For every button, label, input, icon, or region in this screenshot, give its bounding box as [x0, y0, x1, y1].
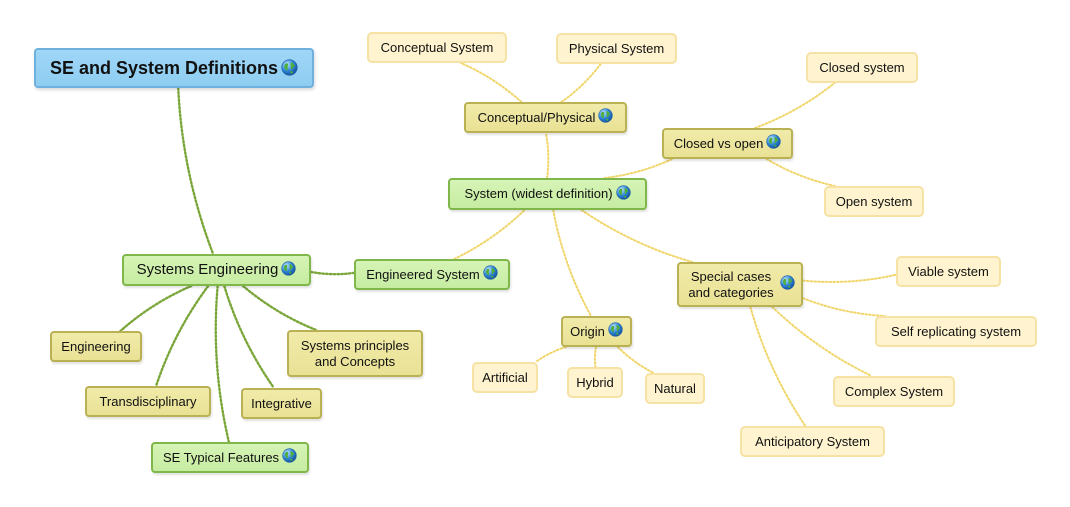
- node-label: Transdisciplinary: [99, 393, 197, 409]
- globe-icon[interactable]: [780, 275, 795, 294]
- connector-system-widest-to-closed-vs-open: [603, 158, 674, 179]
- node-label: Open system: [835, 193, 913, 209]
- node-label: Origin: [570, 323, 605, 339]
- connector-systems-engineering-to-transdisciplinary: [154, 284, 210, 388]
- node-label: Conceptual/Physical: [477, 109, 596, 125]
- globe-icon[interactable]: [608, 322, 623, 341]
- node-viable-system[interactable]: Viable system: [896, 256, 1001, 287]
- connector-origin-to-natural: [616, 346, 655, 374]
- node-special-cases-and-categories[interactable]: Special cases and categories: [677, 262, 803, 307]
- globe-icon[interactable]: [282, 448, 297, 467]
- node-open-system[interactable]: Open system: [824, 186, 924, 217]
- connector-origin-to-artificial: [534, 346, 567, 363]
- globe-icon[interactable]: [281, 58, 298, 78]
- node-closed-vs-open[interactable]: Closed vs open: [662, 128, 793, 159]
- connector-system-widest-to-special-cases: [580, 209, 694, 263]
- node-label: Physical System: [568, 40, 665, 56]
- connector-systems-engineering-to-engineered-system: [309, 270, 356, 276]
- node-se-and-system-definitions[interactable]: SE and System Definitions: [34, 48, 314, 88]
- connector-systems-engineering-to-se-typical-features: [214, 284, 231, 444]
- globe-icon[interactable]: [766, 134, 781, 153]
- node-label: Conceptual System: [380, 39, 494, 55]
- node-integrative[interactable]: Integrative: [241, 388, 322, 419]
- globe-icon[interactable]: [483, 265, 498, 284]
- node-closed-system[interactable]: Closed system: [806, 52, 918, 83]
- node-systems-engineering[interactable]: Systems Engineering: [122, 254, 311, 286]
- node-label: Special cases and categories: [688, 268, 774, 300]
- node-physical-system[interactable]: Physical System: [556, 33, 677, 64]
- connector-system-widest-to-origin: [552, 209, 592, 317]
- connector-special-cases-to-viable-system: [802, 273, 897, 283]
- connector-root-to-systems-engineering: [177, 86, 215, 256]
- node-artificial[interactable]: Artificial: [472, 362, 538, 393]
- node-label: Systems principles and Concepts: [300, 337, 410, 369]
- node-label: Self replicating system: [890, 323, 1022, 339]
- node-label: Hybrid: [576, 374, 614, 390]
- globe-icon[interactable]: [281, 260, 297, 280]
- node-label: Natural: [654, 380, 696, 396]
- node-engineering[interactable]: Engineering: [50, 331, 142, 362]
- connector-special-cases-to-anticipatory-system: [749, 306, 807, 427]
- node-engineered-system[interactable]: Engineered System: [354, 259, 510, 290]
- node-system-widest-definition[interactable]: System (widest definition): [448, 178, 647, 210]
- node-label: Viable system: [908, 263, 989, 279]
- node-complex-system[interactable]: Complex System: [833, 376, 955, 407]
- node-anticipatory-system[interactable]: Anticipatory System: [740, 426, 885, 457]
- connector-special-cases-to-self-replicating: [802, 297, 886, 317]
- node-label: SE and System Definitions: [49, 58, 279, 78]
- node-label: System (widest definition): [464, 186, 613, 201]
- node-se-typical-features[interactable]: SE Typical Features: [151, 442, 309, 473]
- node-natural[interactable]: Natural: [645, 373, 705, 404]
- connector-conceptual-physical-to-conceptual-system: [460, 62, 523, 103]
- node-label: Anticipatory System: [755, 433, 870, 449]
- node-conceptual-physical[interactable]: Conceptual/Physical: [464, 102, 627, 133]
- connector-closed-vs-open-to-open-system: [765, 158, 836, 187]
- connector-system-widest-to-conceptual-physical: [544, 132, 550, 179]
- node-label: Engineered System: [366, 266, 480, 282]
- connector-systems-engineering-to-integrative: [223, 284, 276, 390]
- node-label: SE Typical Features: [162, 449, 280, 465]
- node-hybrid[interactable]: Hybrid: [567, 367, 623, 398]
- node-systems-principles-and-concepts[interactable]: Systems principles and Concepts: [287, 330, 423, 377]
- connector-special-cases-to-complex-system: [771, 306, 873, 377]
- node-label: Integrative: [251, 395, 312, 411]
- node-self-replicating-system[interactable]: Self replicating system: [875, 316, 1037, 347]
- node-conceptual-system[interactable]: Conceptual System: [367, 32, 507, 63]
- node-label: Complex System: [844, 383, 944, 399]
- connector-systems-engineering-to-engineering: [119, 284, 193, 333]
- connector-closed-vs-open-to-closed-system: [753, 82, 836, 129]
- node-label: Systems Engineering: [136, 261, 279, 278]
- node-transdisciplinary[interactable]: Transdisciplinary: [85, 386, 211, 417]
- globe-icon[interactable]: [615, 184, 631, 204]
- connector-engineered-system-to-system-widest: [453, 209, 526, 260]
- node-label: Closed vs open: [673, 135, 764, 151]
- connector-conceptual-physical-to-physical-system: [560, 63, 602, 103]
- connector-origin-to-hybrid: [593, 346, 598, 368]
- connector-systems-engineering-to-systems-principles: [241, 284, 318, 332]
- globe-icon[interactable]: [598, 108, 614, 127]
- node-label: Closed system: [819, 59, 905, 75]
- node-label: Artificial: [482, 369, 528, 385]
- node-label: Engineering: [61, 338, 131, 354]
- node-origin[interactable]: Origin: [561, 316, 632, 347]
